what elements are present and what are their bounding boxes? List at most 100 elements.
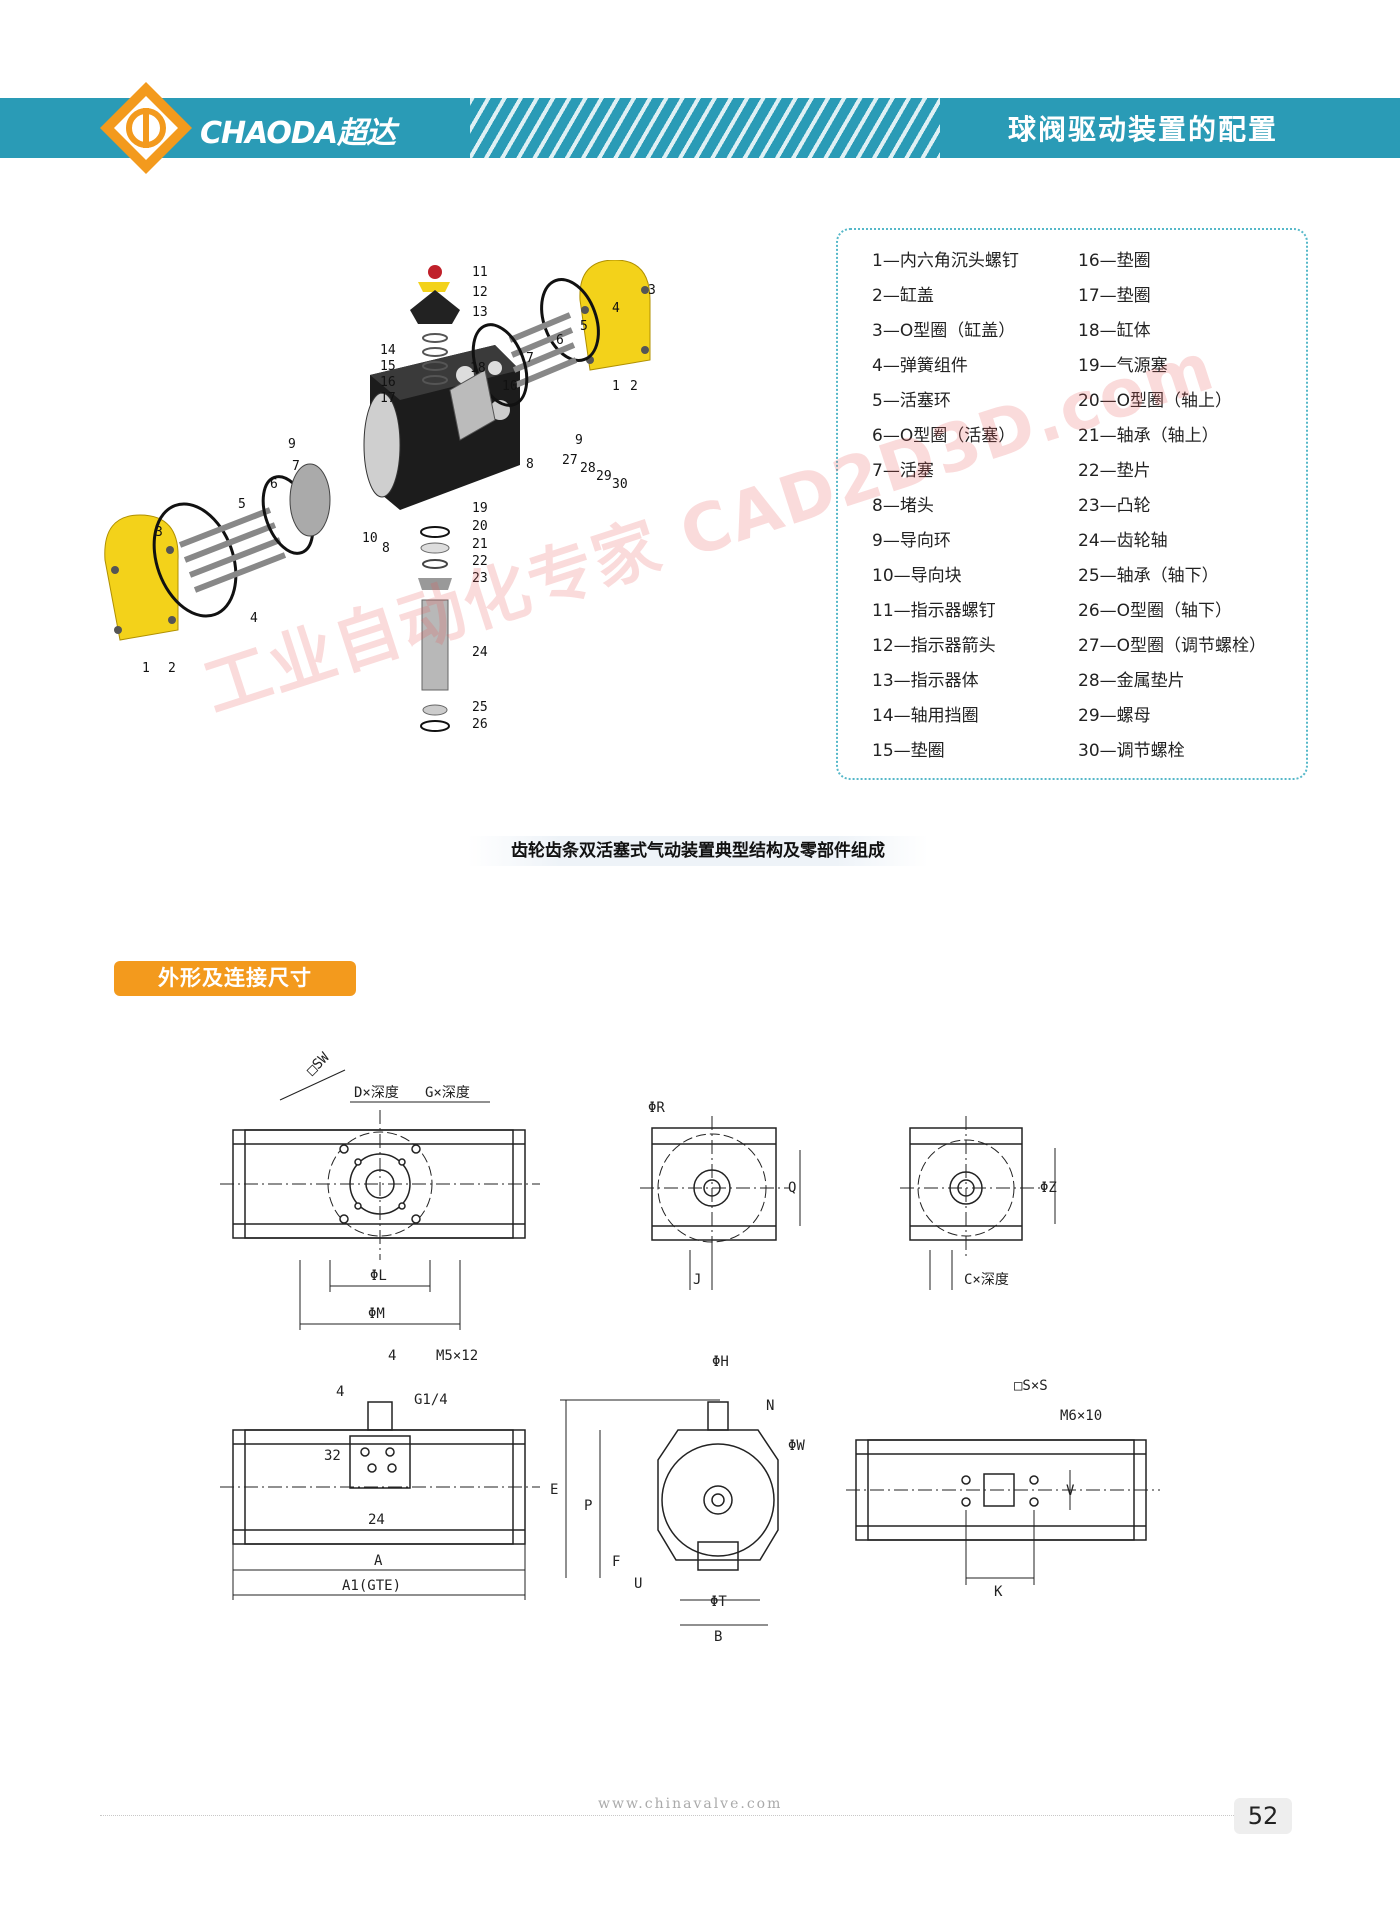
dim-c-depth: C×深度 [964,1272,1009,1288]
parts-item: 10—导向块 [872,566,962,586]
gear-shaft [418,526,452,732]
label-24: 24 [472,645,488,660]
parts-item: 13—指示器体 [872,671,979,691]
label-19: 19 [472,501,488,516]
parts-item: 24—齿轮轴 [1078,531,1168,551]
section-title: 外形及连接尺寸 [114,961,356,996]
dim-4b: 4 [336,1384,344,1400]
parts-item: 7—活塞 [872,461,934,481]
label-17: 17 [380,391,396,406]
label-left-7: 7 [292,459,300,474]
parts-item: 22—垫片 [1078,461,1151,481]
dimension-labels: □SW D×深度 G×深度 ΦL ΦM ΦR Q J ΦZ C×深度 4 4 M… [304,1049,1103,1645]
parts-item: 3—O型圈（缸盖） [872,321,1016,341]
label-13: 13 [472,305,488,320]
parts-item: 25—轴承（轴下） [1078,566,1219,586]
parts-item: 20—O型圈（轴上） [1078,391,1233,411]
label-left-4: 4 [250,611,258,626]
parts-item: 27—O型圈（调节螺栓） [1078,636,1267,656]
dimension-drawings: □SW D×深度 G×深度 ΦL ΦM ΦR Q J ΦZ C×深度 4 4 M… [220,1049,1160,1645]
dim-phi-z: ΦZ [1040,1180,1057,1196]
page-number: 52 [1234,1798,1292,1834]
label-21: 21 [472,537,488,552]
footer-divider [100,1815,1260,1816]
dim-phi-l: ΦL [370,1268,387,1284]
label-right-7: 7 [526,351,534,366]
exploded-view-diagram: 11 12 13 14 15 16 17 18 1 2 3 4 5 6 7 8 … [104,260,656,732]
dim-e: E [550,1482,558,1498]
label-25: 25 [472,700,488,715]
label-left-2: 2 [168,661,176,676]
label-left-5: 5 [238,497,246,512]
label-right-3: 3 [648,283,656,298]
dim-g14: G1/4 [414,1392,448,1408]
parts-item: 28—金属垫片 [1078,671,1185,691]
parts-item: 16—垫圈 [1078,251,1151,271]
dim-phi-r: ΦR [648,1100,665,1116]
figure-caption: 齿轮齿条双活塞式气动装置典型结构及零部件组成 [468,836,928,866]
label-right-1: 1 [612,379,620,394]
chaoda-logo-icon [100,82,192,174]
dim-v: V [1066,1483,1075,1499]
parts-item: 4—弹簧组件 [872,356,968,376]
label-29: 29 [596,469,612,484]
label-30: 30 [612,477,628,492]
dim-a: A [374,1553,383,1569]
parts-item: 18—缸体 [1078,321,1151,341]
parts-item: 23—凸轮 [1078,496,1151,516]
header-stripes [470,98,940,158]
parts-item: 9—导向环 [872,531,951,551]
front-view [220,1401,540,1600]
dim-b: B [714,1629,722,1645]
dim-phi-m: ΦM [368,1306,385,1322]
parts-item: 26—O型圈（轴下） [1078,601,1233,621]
label-left-3: 3 [155,525,163,540]
parts-item: 1—内六角沉头螺钉 [872,251,1019,271]
dim-sxs: □S×S [1014,1378,1048,1394]
footer-url: www.chinavalve.com [598,1796,783,1812]
parts-item: 29—螺母 [1078,706,1151,726]
top-view [220,1069,540,1330]
label-28: 28 [580,461,596,476]
left-end-cap [104,463,331,641]
label-left-6: 6 [270,477,278,492]
label-23: 23 [472,571,488,586]
part-number-labels: 11 12 13 14 15 16 17 18 1 2 3 4 5 6 7 8 … [142,265,656,732]
label-20: 20 [472,519,488,534]
dim-n: N [766,1398,774,1414]
dim-k: K [994,1584,1003,1600]
dim-phi-t: ΦT [710,1594,727,1610]
label-16: 16 [380,375,396,390]
dim-sw: □SW [304,1049,334,1079]
parts-list-box: 1—内六角沉头螺钉 2—缸盖 3—O型圈（缸盖） 4—弹簧组件 5—活塞环 6—… [836,228,1308,780]
label-18: 18 [470,361,486,376]
label-left-9: 9 [288,437,296,452]
dim-j: J [693,1272,701,1288]
dim-24: 24 [368,1512,385,1528]
end-view [560,1399,779,1626]
parts-item: 30—调节螺栓 [1078,741,1185,761]
label-12: 12 [472,285,488,300]
dim-f: F [612,1554,620,1570]
label-left-1: 1 [142,661,150,676]
parts-list-left: 1—内六角沉头螺钉 2—缸盖 3—O型圈（缸盖） 4—弹簧组件 5—活塞环 6—… [872,244,1019,769]
parts-item: 5—活塞环 [872,391,951,411]
dim-m6: M6×10 [1060,1408,1102,1424]
label-right-8: 8 [526,457,534,472]
parts-list-right: 16—垫圈 17—垫圈 18—缸体 19—气源塞 20—O型圈（轴上） 21—轴… [1078,244,1266,769]
dim-g-depth: G×深度 [425,1085,470,1101]
label-right-10: 10 [502,379,518,394]
dim-4a: 4 [388,1348,396,1364]
label-left-8: 8 [382,541,390,556]
parts-item: 8—堵头 [872,496,934,516]
indicator-assembly [410,265,460,385]
parts-item: 19—气源塞 [1078,356,1168,376]
label-27: 27 [562,453,578,468]
parts-item: 21—轴承（轴上） [1078,426,1219,446]
dim-q: Q [788,1180,796,1196]
label-left-10: 10 [362,531,378,546]
parts-item: 14—轴用挡圈 [872,706,979,726]
parts-item: 11—指示器螺钉 [872,601,996,621]
parts-item: 17—垫圈 [1078,286,1151,306]
parts-item: 15—垫圈 [872,741,945,761]
